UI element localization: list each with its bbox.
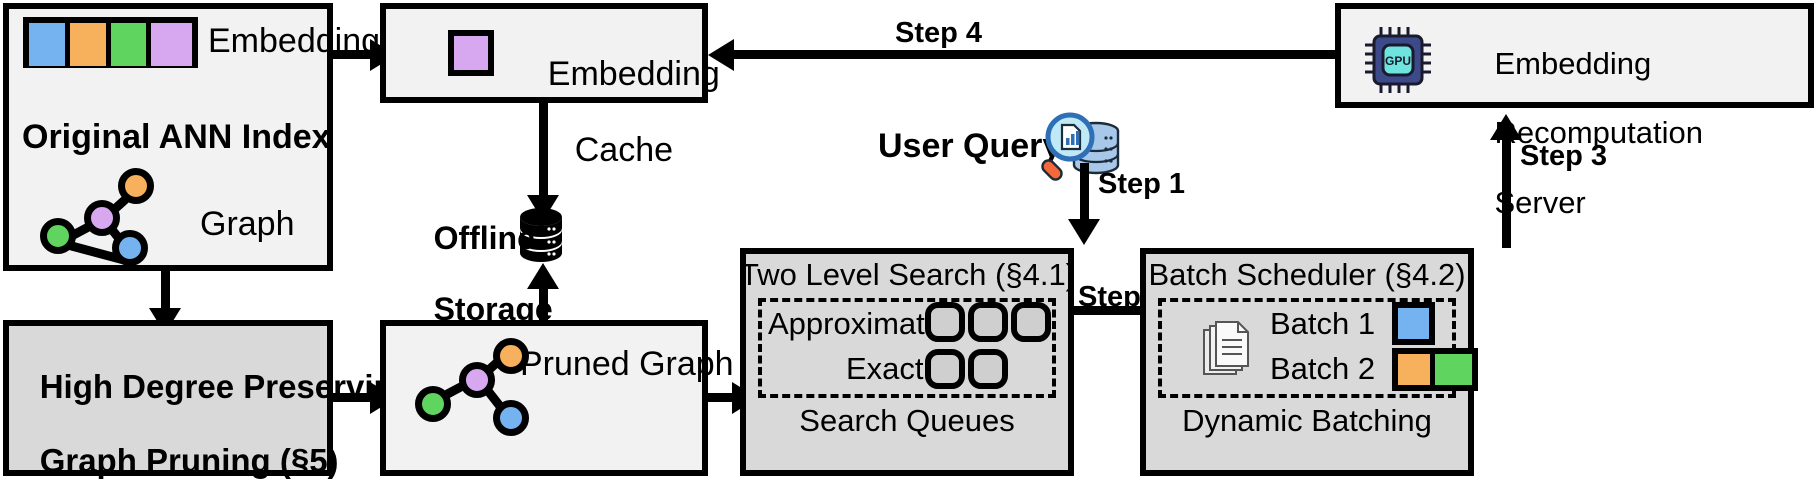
approximate-label: Approximate [768,306,943,341]
embedding-cache-title: Embedding Cache [510,17,720,207]
arrow-ann-to-pruning-line [161,271,170,311]
graph-pruning-title: High Degree Preserving Graph Pruning (§5… [3,332,414,481]
original-graph-node-purple [84,200,120,236]
arrow-pruned-to-search-line [708,393,740,402]
approximate-queue-slot-1 [925,302,965,342]
pruned-graph-node-green [415,386,451,422]
pruned-graph-node-orange [493,338,529,374]
original-ann-index-title: Original ANN Index [22,118,331,156]
batch2-swatch-orange [1398,354,1435,385]
original-graph-node-green [40,218,76,254]
step3-label: Step 3 [1520,140,1608,172]
arrow-pruned-to-storage-head [527,263,559,289]
arrow-step1-line [1080,163,1089,223]
arrow-step3-line [1502,138,1511,248]
batch2-swatch-green [1435,354,1472,385]
svg-text:GPU: GPU [1385,54,1411,68]
two-level-search-title: Two Level Search (§4.1) [740,257,1077,292]
embedding-cache-line2: Cache [574,131,674,170]
pruned-graph-node-blue [493,400,529,436]
embedding-cache-box [380,3,708,103]
arrow-step2-line [1074,306,1170,315]
arrow-pruning-to-pruned-line [333,393,373,402]
search-queues-footer: Search Queues [799,403,1015,438]
pruned-graph-illustration [415,338,535,442]
embedding-cell-orange [69,23,111,66]
recomputation-server-line3: Server [1494,184,1586,220]
batch1-swatch-blue [1392,302,1435,345]
arrow-step4-line [724,50,1335,59]
batch2-swatch-group [1392,348,1478,391]
graph-pruning-box [3,320,333,476]
graph-pruning-title-line2: Graph Pruning (§5) [39,441,339,479]
batch1-label: Batch 1 [1270,306,1376,341]
magnifier-database-icon [1040,107,1120,185]
arrow-step3-head [1490,114,1522,140]
pruned-graph-label: Pruned Graph [520,345,734,383]
search-queues-dashed-region [758,298,1056,398]
pruned-graph-node-purple [459,362,495,398]
arrow-ann-to-cache-line [333,50,373,59]
embedding-cell-blue [29,23,70,66]
embedding-strip [23,17,198,68]
embedding-cell-green [110,23,152,66]
dynamic-batching-footer: Dynamic Batching [1182,403,1432,438]
embedding-cache-swatch [448,30,494,76]
arrow-step1-head [1068,219,1100,245]
gpu-chip-icon: GPU [1363,25,1433,95]
arrow-step4-head [708,39,734,71]
arrow-cache-to-storage-line [539,103,548,199]
two-level-search-box [740,248,1074,476]
original-graph-node-orange [118,168,154,204]
documents-stack-icon [1200,320,1252,378]
batch-scheduler-title: Batch Scheduler (§4.2) [1148,257,1466,292]
step4-label: Step 4 [895,17,983,49]
original-graph-node-blue [112,230,148,266]
recomputation-server-line1: Embedding [1494,45,1652,81]
embedding-cell-purple [151,23,193,66]
graph-label: Graph [200,205,295,243]
exact-queue-slot-2 [968,349,1008,389]
database-icon [519,207,563,263]
offline-storage-line1: Offline [433,219,535,256]
original-graph-illustration [40,168,160,268]
user-query-label: User Query [878,127,1062,165]
exact-queue-slot-1 [925,349,965,389]
step1-label: Step 1 [1098,168,1186,200]
embedding-cache-line1: Embedding [547,55,720,94]
approximate-queue-slot-3 [1011,302,1051,342]
approximate-queue-slot-2 [968,302,1008,342]
exact-label: Exact [846,351,924,386]
recomputation-server-title: Embedding Recomputation Server [1460,12,1703,255]
batch2-label: Batch 2 [1270,351,1376,386]
recomputation-server-line2: Recomputation [1494,115,1703,151]
